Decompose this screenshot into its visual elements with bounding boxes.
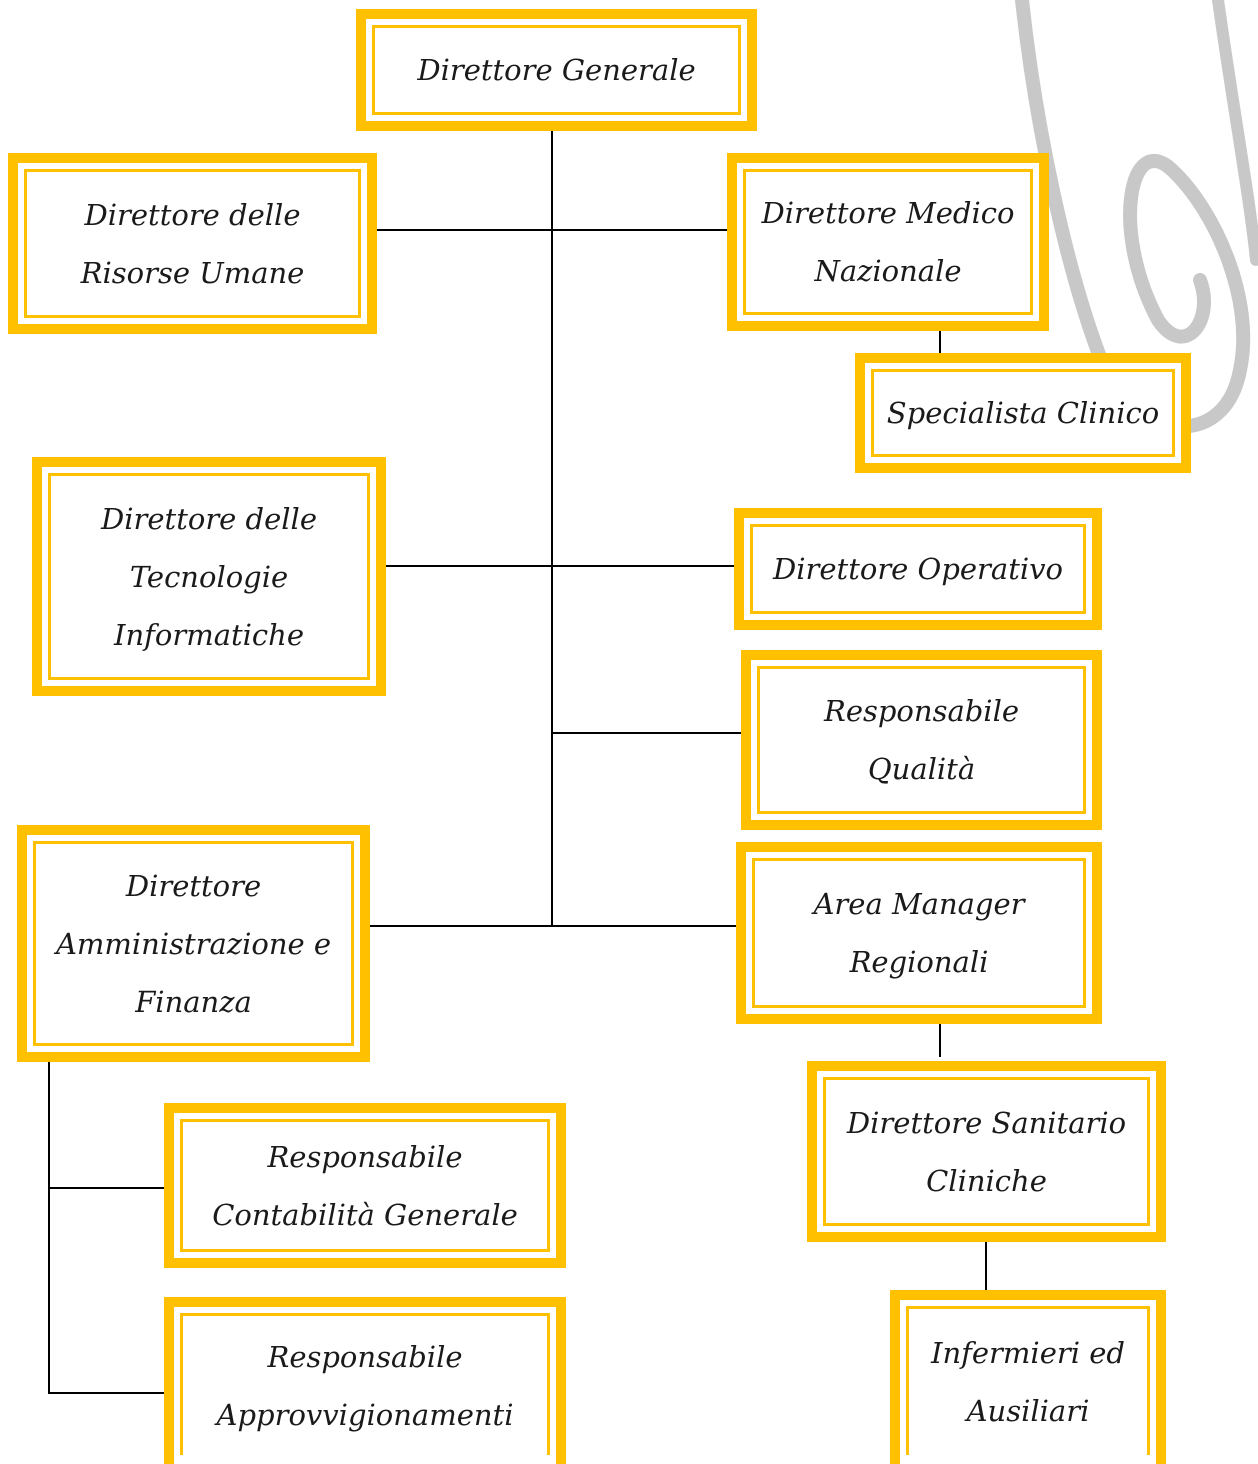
node-direttore-amministrazione-finanza: Direttore Amministrazione e Finanza (17, 825, 370, 1062)
node-direttore-sanitario-cliniche: Direttore Sanitario Cliniche (807, 1061, 1166, 1242)
node-responsabile-contabilita-generale: Responsabile Contabilità Generale (164, 1103, 566, 1268)
node-label: Direttore delle Risorse Umane (80, 197, 305, 290)
node-responsabile-approvvigionamenti: Responsabile Approvvigionamenti (164, 1297, 566, 1464)
node-label: Responsabile Contabilità Generale (212, 1139, 518, 1232)
connector-area-sanitario (939, 1017, 941, 1057)
connector-amministrazione-branch (48, 1058, 50, 1394)
node-label: Infermieri ed Ausiliari (931, 1336, 1125, 1428)
node-direttore-operativo: Direttore Operativo (734, 508, 1102, 630)
connector-trunk (551, 130, 553, 926)
node-label: Direttore Sanitario Cliniche (846, 1105, 1127, 1198)
node-specialista-clinico: Specialista Clinico (855, 353, 1191, 473)
node-label: Direttore Amministrazione e Finanza (55, 868, 332, 1019)
connector-approvvigionamenti (48, 1392, 167, 1394)
node-label: Direttore delle Tecnologie Informatiche (101, 501, 317, 652)
node-label: Specialista Clinico (886, 396, 1160, 430)
node-label: Direttore Operativo (773, 552, 1063, 586)
node-label: Area Manager Regionali (813, 887, 1025, 979)
node-label: Direttore Medico Nazionale (761, 196, 1015, 288)
connector-risorse-medico (377, 229, 728, 231)
connector-qualita (551, 732, 742, 734)
connector-sanitario-infermieri (985, 1240, 987, 1292)
node-label: Direttore Generale (417, 53, 696, 87)
connector-contabilita (48, 1187, 167, 1189)
node-label: Responsabile Qualità (823, 694, 1020, 786)
node-responsabile-qualita: Responsabile Qualità (741, 650, 1102, 830)
node-infermieri-ausiliari: Infermieri ed Ausiliari (890, 1290, 1166, 1464)
connector-amministrazione-area (368, 925, 738, 927)
node-direttore-tecnologie-informatiche: Direttore delle Tecnologie Informatiche (32, 457, 386, 696)
node-label: Responsabile Approvvigionamenti (216, 1339, 514, 1432)
node-direttore-risorse-umane: Direttore delle Risorse Umane (8, 153, 377, 334)
node-direttore-medico-nazionale: Direttore Medico Nazionale (727, 153, 1049, 331)
connector-tecnologie-operativo (384, 565, 736, 567)
connector-medico-specialista (939, 331, 941, 355)
node-direttore-generale: Direttore Generale (356, 9, 757, 131)
node-area-manager-regionali: Area Manager Regionali (736, 842, 1102, 1024)
